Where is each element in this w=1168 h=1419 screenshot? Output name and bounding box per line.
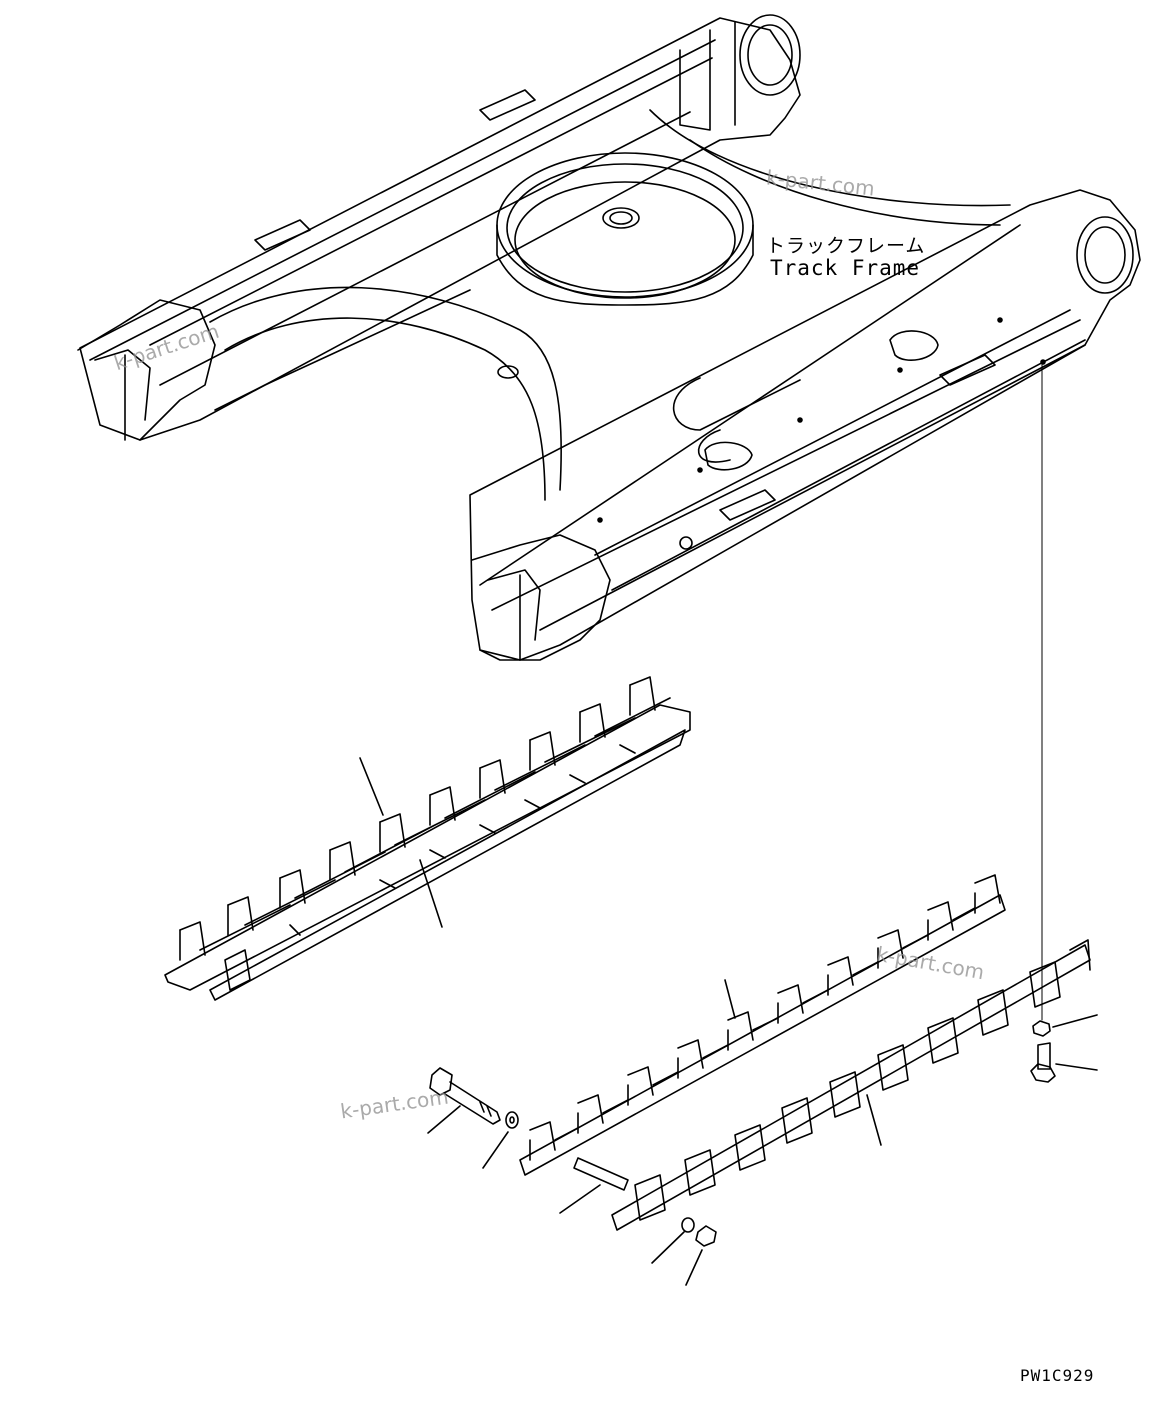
bolt-short (1030, 1042, 1098, 1083)
nut-small (1032, 1014, 1098, 1037)
drawing-code: PW1C929 (1020, 1366, 1095, 1385)
washer (482, 1111, 519, 1169)
spring-washer (651, 1217, 695, 1264)
nut (685, 1225, 717, 1286)
track-guard-inner (519, 874, 1006, 1176)
track-guard-outer (611, 939, 1091, 1231)
label-english: Track Frame (770, 256, 921, 280)
spacer-pin (559, 1157, 629, 1214)
track-frame-drawing (77, 14, 1141, 661)
track-guard-upper (164, 676, 691, 1001)
label-japanese: トラックフレーム (766, 235, 926, 257)
bolt-long (427, 1067, 501, 1134)
